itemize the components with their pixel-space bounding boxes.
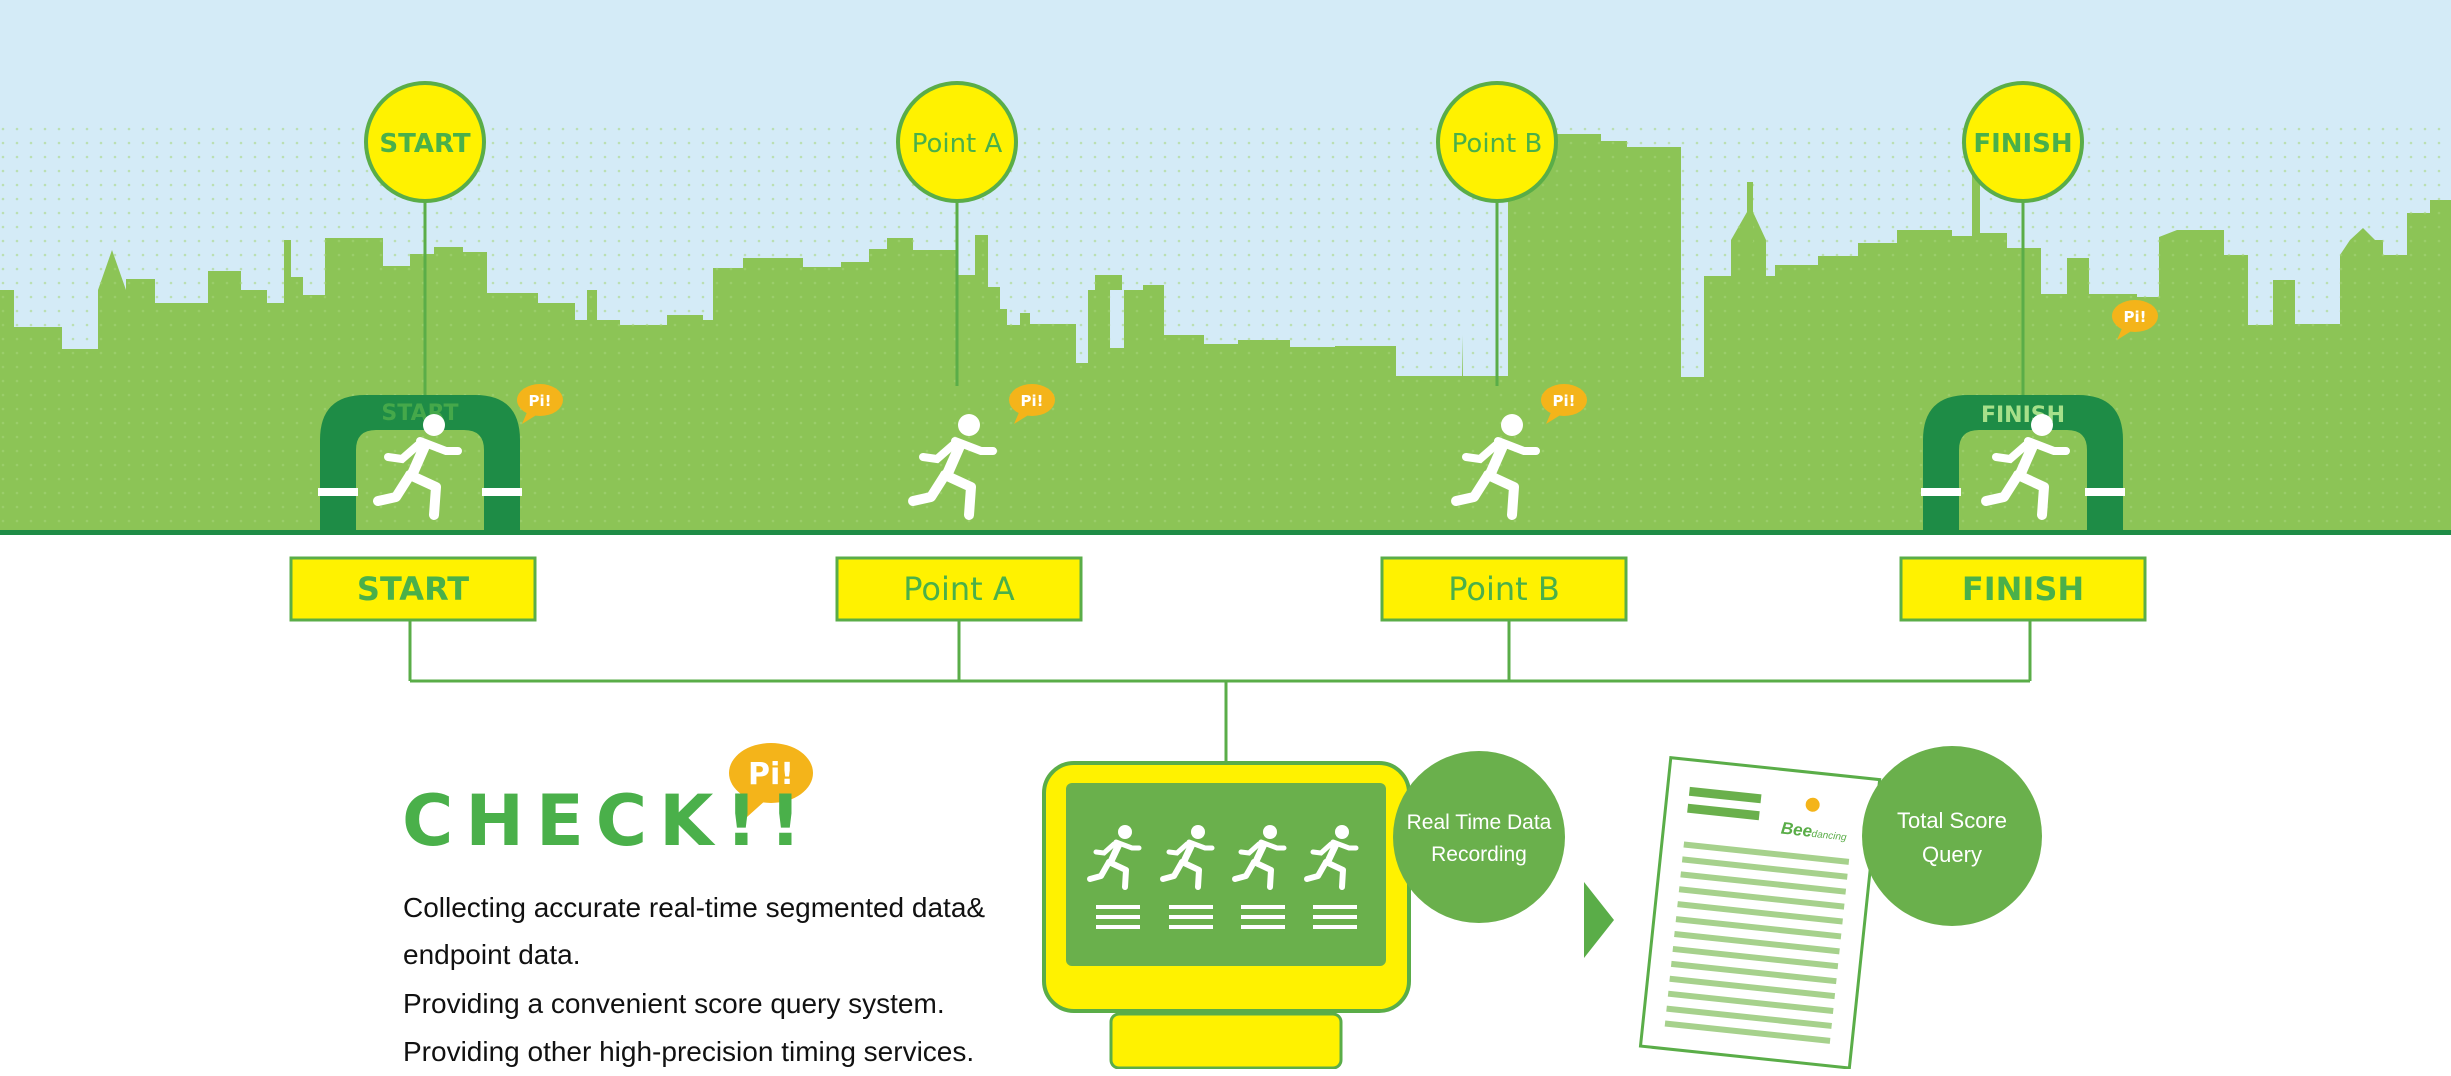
check-bubble-text: Pi! [748, 757, 794, 792]
box-point-a: Point A [835, 556, 1083, 622]
realtime-line2: Recording [1431, 843, 1527, 866]
box-finish-label: FINISH [1962, 570, 2084, 608]
realtime-line1: Real Time Data [1407, 811, 1552, 834]
monitor-icon [1042, 761, 1411, 1069]
speech-bubble-icon: Pi! [517, 384, 563, 424]
description-line: Collecting accurate real-time segmented … [403, 892, 986, 923]
box-point-a-label: Point A [903, 570, 1015, 608]
score-circle: Total Score Query [1862, 746, 2042, 926]
score-line2: Query [1922, 842, 1982, 867]
balloon-point-a-label: Point A [912, 129, 1003, 159]
ground-line [0, 530, 2451, 535]
check-title: CHECK!! [402, 780, 814, 862]
check-speech-bubble-icon: Pi! [729, 743, 813, 817]
document-icon: Bee dancing [1638, 756, 1882, 1069]
box-point-b: Point B [1380, 556, 1628, 622]
realtime-circle: Real Time Data Recording [1393, 751, 1565, 923]
svg-text:Pi!: Pi! [2124, 308, 2147, 326]
doc-logo-sub: dancing [1811, 829, 1847, 844]
speech-bubble-icon: Pi! [1009, 384, 1055, 424]
balloon-start: START [364, 81, 486, 203]
balloon-start-label: START [379, 129, 470, 159]
doc-logo-text: Bee [1780, 819, 1813, 841]
box-start-label: START [357, 570, 469, 608]
balloon-point-b-label: Point B [1452, 129, 1543, 159]
balloon-point-b: Point B [1436, 81, 1558, 203]
box-start: START [289, 556, 537, 622]
start-arch-text: START [381, 401, 458, 426]
description-line: endpoint data. [403, 939, 581, 970]
svg-text:Pi!: Pi! [1021, 392, 1044, 410]
connector-lines [408, 620, 2032, 765]
svg-text:Pi!: Pi! [1553, 392, 1576, 410]
city-skyline [0, 120, 2451, 535]
speech-bubble-icon: Pi! [2112, 300, 2158, 340]
description-line: Providing other high-precision timing se… [403, 1036, 975, 1067]
svg-text:Pi!: Pi! [529, 392, 552, 410]
skyline-dots [0, 120, 2451, 535]
balloon-point-a: Point A [896, 81, 1018, 203]
arrow-icon [1584, 882, 1614, 958]
balloon-finish: FINISH [1962, 81, 2084, 203]
box-finish: FINISH [1899, 556, 2147, 622]
speech-bubble-icon: Pi! [1541, 384, 1587, 424]
box-point-b-label: Point B [1448, 570, 1560, 608]
description-line: Providing a convenient score query syste… [403, 988, 945, 1019]
start-arch-icon: START [318, 395, 522, 532]
balloon-finish-label: FINISH [1973, 129, 2072, 159]
score-line1: Total Score [1897, 808, 2007, 833]
